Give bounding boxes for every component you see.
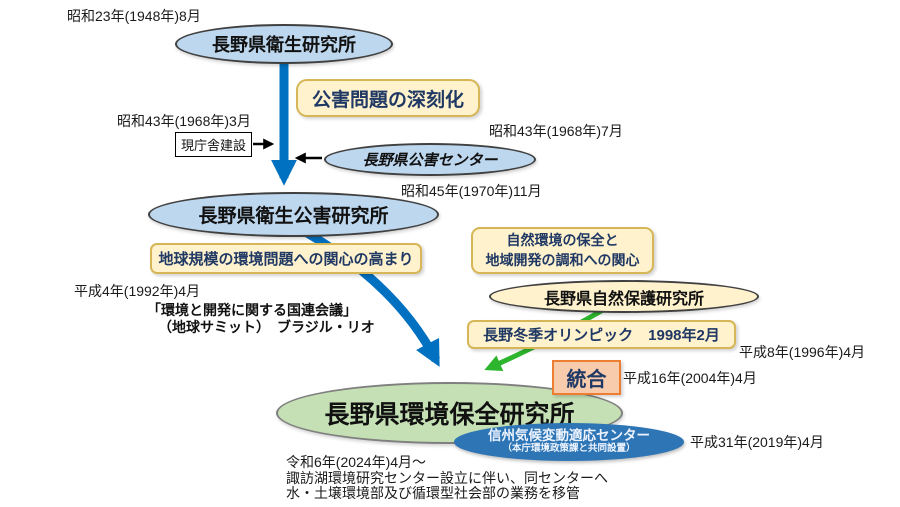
node-eisei-lab: 長野県衛生研究所 [175, 24, 393, 64]
node-kougai-center: 長野県公害センター [324, 143, 536, 176]
event-chikyu-kibo: 地球規模の環境問題への関心の高まり [150, 243, 422, 274]
reiwa-note-line3: 水・土壌環境部及び循環型社会部の業務を移管 [286, 485, 580, 502]
shinshu-center-subtitle: （本庁環境政策課と共同設置） [502, 443, 636, 455]
shinshu-center-name: 信州気候変動適応センター [488, 428, 650, 444]
reiwa-note-line1: 令和6年(2024年)4月～ [286, 454, 427, 470]
summit-note-line1: 「環境と開発に関する国連会議」 [147, 302, 357, 318]
arrow-eiseikougai-to-kankyouhozen [297, 225, 440, 367]
date-1968-july: 昭和43年(1968年)7月 [489, 123, 623, 139]
reiwa-transfer-note: 令和6年(2024年)4月～ 諏訪湖環境研究センター設立に伴い、同センターへ 水… [286, 454, 608, 502]
event-tougou: 統合 [552, 360, 621, 395]
date-1992: 平成4年(1992年)4月 [74, 283, 201, 299]
shizen-kanshin-line1: 自然環境の保全と [506, 231, 619, 248]
date-1970: 昭和45年(1970年)11月 [401, 183, 542, 199]
event-kougai-mondai: 公害問題の深刻化 [296, 79, 480, 117]
node-shinshu-climate-center: 信州気候変動適応センター （本庁環境政策課と共同設置） [454, 423, 684, 461]
reiwa-note-line2: 諏訪湖環境研究センター設立に伴い、同センターへ [286, 469, 608, 486]
shizen-kanshin-line2: 地域開発の調和への関心 [485, 251, 640, 268]
node-shizen-hogo-lab: 長野県自然保護研究所 [489, 280, 759, 313]
date-1948: 昭和23年(1948年)8月 [67, 8, 201, 24]
date-2019: 平成31年(2019年)4月 [690, 434, 824, 450]
node-eisei-kougai-lab: 長野県衛生公害研究所 [148, 192, 439, 237]
date-1996: 平成8年(1996年)4月 [739, 344, 866, 360]
event-nagano-olympic: 長野冬季オリンピック 1998年2月 [467, 320, 736, 349]
event-shizen-kanshin: 自然環境の保全と 地域開発の調和への関心 [471, 227, 654, 274]
event-genchosha-kensetsu: 現庁舎建設 [175, 132, 252, 157]
date-1968-march: 昭和43年(1968年)3月 [117, 113, 251, 129]
summit-note-line2: （地球サミット） ブラジル・リオ [158, 319, 375, 335]
date-2004: 平成16年(2004年)4月 [623, 370, 757, 386]
